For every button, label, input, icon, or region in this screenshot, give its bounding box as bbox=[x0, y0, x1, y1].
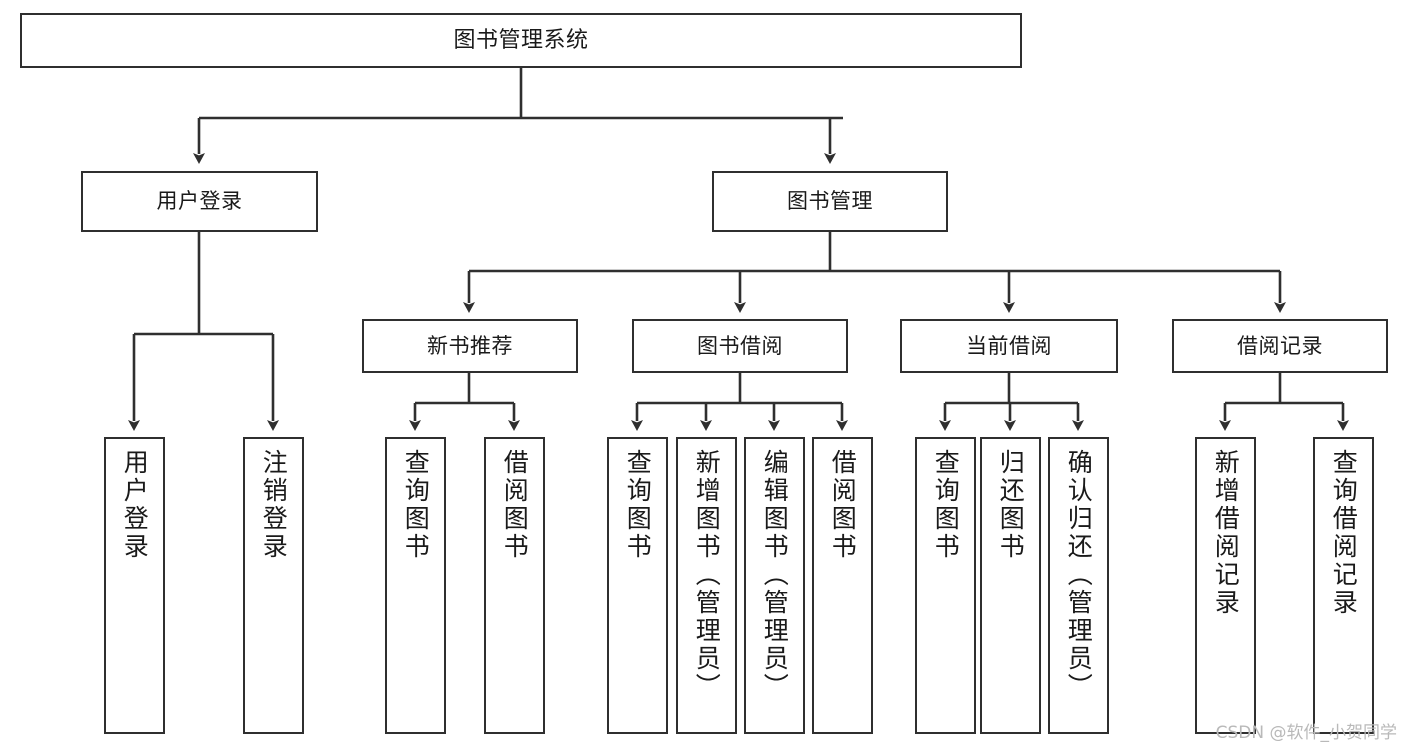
leaf-br-query-record[interactable]: 查询借阅记录 bbox=[1313, 437, 1374, 734]
leaf-cb-query-book[interactable]: 查询图书 bbox=[915, 437, 976, 734]
node-label: 图书管理系统 bbox=[453, 27, 589, 53]
node-label: 查询图书 bbox=[931, 449, 961, 561]
node-label: 用户登录 bbox=[120, 449, 150, 561]
node-label: 新增图书（管理员） bbox=[692, 449, 722, 701]
leaf-logout[interactable]: 注销登录 bbox=[243, 437, 304, 734]
node-label: 确认归还（管理员） bbox=[1064, 449, 1094, 701]
node-label: 查询图书 bbox=[623, 449, 653, 561]
node-new-book-recommend[interactable]: 新书推荐 bbox=[362, 319, 578, 373]
node-label: 用户登录 bbox=[156, 189, 243, 213]
leaf-nb-borrow-book[interactable]: 借阅图书 bbox=[484, 437, 545, 734]
node-label: 注销登录 bbox=[259, 449, 289, 561]
node-label: 归还图书 bbox=[996, 449, 1026, 561]
leaf-user-login[interactable]: 用户登录 bbox=[104, 437, 165, 734]
leaf-bb-borrow-book[interactable]: 借阅图书 bbox=[812, 437, 873, 734]
node-label: 当前借阅 bbox=[966, 333, 1052, 358]
node-book-management[interactable]: 图书管理 bbox=[712, 171, 948, 232]
node-label: 借阅图书 bbox=[500, 449, 530, 561]
node-current-borrow[interactable]: 当前借阅 bbox=[900, 319, 1118, 373]
leaf-bb-query-book[interactable]: 查询图书 bbox=[607, 437, 668, 734]
leaf-br-add-record[interactable]: 新增借阅记录 bbox=[1195, 437, 1256, 734]
node-label: 借阅图书 bbox=[828, 449, 858, 561]
node-label: 编辑图书（管理员） bbox=[760, 449, 790, 701]
leaf-bb-add-book-admin[interactable]: 新增图书（管理员） bbox=[676, 437, 737, 734]
node-label: 新增借阅记录 bbox=[1211, 449, 1241, 617]
leaf-bb-edit-book-admin[interactable]: 编辑图书（管理员） bbox=[744, 437, 805, 734]
leaf-cb-return-book[interactable]: 归还图书 bbox=[980, 437, 1041, 734]
node-label: 图书管理 bbox=[787, 189, 873, 213]
node-user-login[interactable]: 用户登录 bbox=[81, 171, 318, 232]
leaf-nb-query-book[interactable]: 查询图书 bbox=[385, 437, 446, 734]
leaf-cb-confirm-return-admin[interactable]: 确认归还（管理员） bbox=[1048, 437, 1109, 734]
node-label: 查询借阅记录 bbox=[1329, 449, 1359, 617]
node-borrow-record[interactable]: 借阅记录 bbox=[1172, 319, 1388, 373]
node-label: 查询图书 bbox=[401, 449, 431, 561]
node-label: 借阅记录 bbox=[1237, 333, 1323, 358]
node-label: 新书推荐 bbox=[427, 333, 513, 358]
node-root-book-management-system[interactable]: 图书管理系统 bbox=[20, 13, 1022, 68]
node-book-borrow[interactable]: 图书借阅 bbox=[632, 319, 848, 373]
node-label: 图书借阅 bbox=[697, 333, 783, 358]
